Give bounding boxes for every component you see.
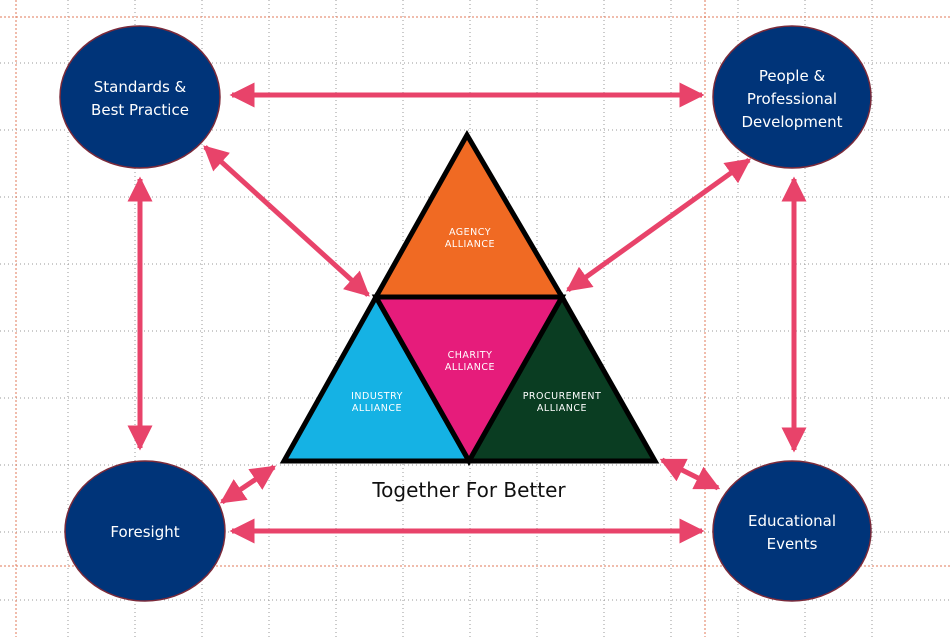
- industry-label-1: INDUSTRY: [351, 391, 403, 402]
- agency-label-1: AGENCY: [449, 227, 491, 238]
- agency-triangle: [371, 129, 567, 300]
- alliance-triangle: [279, 129, 660, 467]
- arrow-topleft-triangle: [203, 145, 370, 297]
- charity-triangle: [371, 294, 567, 467]
- charity-label-2: ALLIANCE: [445, 362, 495, 373]
- svg-text:Educational: Educational: [748, 512, 836, 530]
- circle-people: People & Professional Development: [712, 25, 872, 169]
- caption: Together For Better: [371, 478, 566, 502]
- svg-text:People &: People &: [759, 67, 826, 85]
- procurement-label-2: ALLIANCE: [537, 403, 587, 414]
- arrow-topright-triangle: [565, 157, 752, 293]
- triangle-labels: AGENCY ALLIANCE CHARITY ALLIANCE INDUSTR…: [351, 227, 601, 414]
- svg-text:Events: Events: [767, 535, 818, 553]
- svg-text:Foresight: Foresight: [110, 523, 179, 541]
- circle-foresight: Foresight: [64, 460, 226, 602]
- charity-label-1: CHARITY: [448, 350, 493, 361]
- arrow-bottomright-triangle: [659, 457, 721, 491]
- circle-educational: Educational Events: [712, 460, 872, 602]
- circle-standards: Standards & Best Practice: [59, 25, 221, 169]
- svg-text:Professional: Professional: [747, 90, 837, 108]
- svg-text:Standards &: Standards &: [94, 78, 187, 96]
- industry-label-2: ALLIANCE: [352, 403, 402, 414]
- svg-text:Best Practice: Best Practice: [91, 101, 189, 119]
- arrow-bottomleft-triangle: [219, 464, 277, 505]
- procurement-label-1: PROCUREMENT: [523, 391, 602, 402]
- svg-text:Development: Development: [742, 113, 843, 131]
- agency-label-2: ALLIANCE: [445, 239, 495, 250]
- connector-arrows: [127, 82, 807, 544]
